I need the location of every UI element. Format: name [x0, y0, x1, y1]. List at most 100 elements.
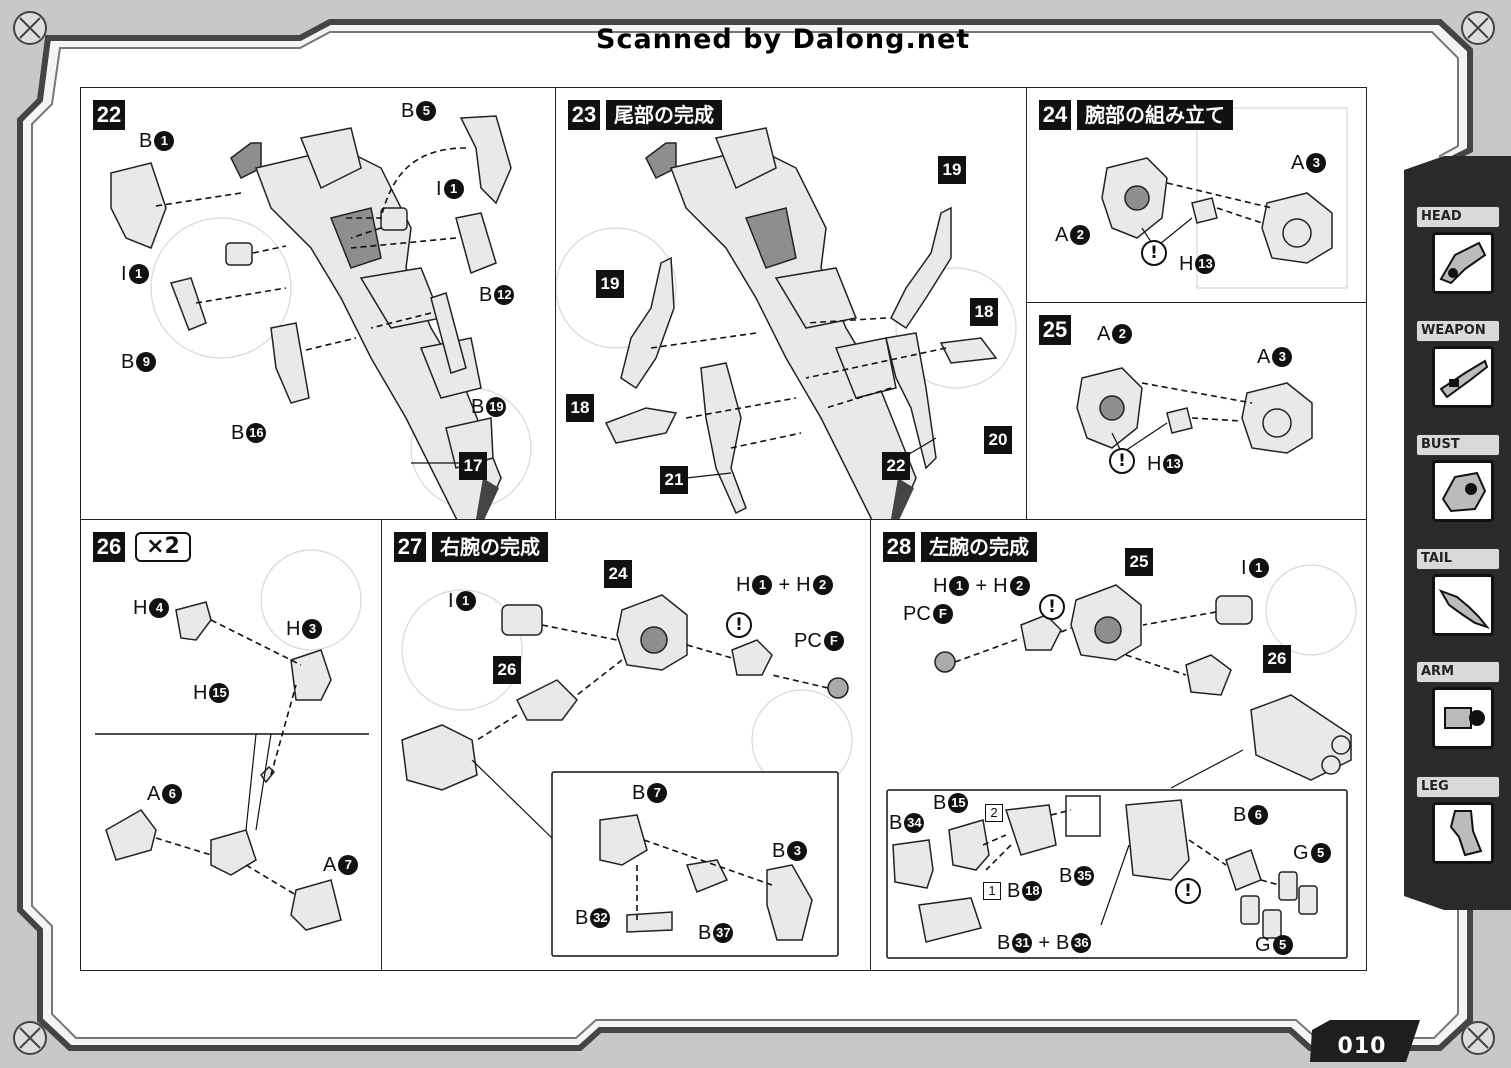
part-number: 6	[162, 784, 183, 804]
part-letter: B	[889, 812, 903, 834]
part-number: 7	[338, 855, 359, 875]
part-label-a6: A 6	[147, 783, 183, 805]
part-letter: B	[1056, 932, 1070, 954]
step-24-title: 腕部の組み立て	[1077, 100, 1233, 130]
part-label-pcf: PC F	[903, 603, 953, 625]
part-letter: A	[1257, 346, 1271, 368]
part-number: 3	[1306, 153, 1327, 173]
head-section-icon	[1432, 232, 1494, 294]
part-label-b6: B 6	[1233, 804, 1269, 826]
part-letter: B	[471, 396, 485, 418]
part-letter: H	[193, 682, 208, 704]
part-label-b16: B 16	[231, 422, 267, 444]
part-letter: H	[993, 575, 1008, 597]
sidebar-tab-weapon[interactable]: WEAPON	[1414, 320, 1502, 420]
part-number: 5	[1272, 935, 1293, 955]
part-letter: B	[139, 130, 153, 152]
part-label-b19: B 19	[471, 396, 507, 418]
part-letter: B	[231, 422, 245, 444]
sub-step-number: 2	[985, 804, 1003, 822]
part-number: 31	[1012, 933, 1033, 953]
part-label-i1: I 1	[436, 178, 464, 200]
part-label-b3: B 3	[772, 840, 808, 862]
part-number: 3	[302, 619, 323, 639]
part-letter: H	[1147, 453, 1162, 475]
part-letter: H	[286, 618, 301, 640]
sidebar-tab-arm[interactable]: ARM	[1414, 661, 1502, 761]
part-letter: I	[121, 263, 127, 285]
scan-credit: Scanned by Dalong.net	[596, 24, 971, 55]
sidebar-tab-head[interactable]: HEAD	[1414, 206, 1502, 306]
part-label-h13: H 13	[1179, 253, 1216, 275]
step-23-title: 尾部の完成	[606, 100, 722, 130]
ref-part-26: 26	[1263, 645, 1291, 673]
part-label-b34: B 34	[889, 812, 925, 834]
ref-part-20: 20	[984, 426, 1012, 454]
step-28-illustration	[886, 564, 1357, 959]
part-label-b7: B 7	[632, 782, 668, 804]
quantity-badge: ×2	[135, 532, 191, 562]
part-letter: B	[772, 840, 786, 862]
part-label-a7: A 7	[323, 854, 359, 876]
step-27-number: 27	[394, 532, 426, 562]
sidebar-tab-label: BUST	[1416, 434, 1500, 456]
sidebar-tab-label: WEAPON	[1416, 320, 1500, 342]
part-letter: H	[736, 574, 751, 596]
sidebar-tab-leg[interactable]: LEG	[1414, 776, 1502, 876]
part-letter: B	[121, 351, 135, 373]
ref-part-18: 18	[970, 298, 998, 326]
step-23-number: 23	[568, 100, 600, 130]
part-label-b37: B 37	[698, 922, 734, 944]
sidebar-tab-label: TAIL	[1416, 548, 1500, 570]
part-label-b35: B 35	[1059, 865, 1095, 887]
ref-part-19: 19	[938, 156, 966, 184]
ref-part-21: 21	[660, 466, 688, 494]
step-23-panel: 23 尾部の完成 19 19 18 18 20 21 22	[555, 87, 1027, 520]
part-letter: B	[632, 782, 646, 804]
part-number: 7	[647, 783, 668, 803]
caution-icon: !	[1141, 240, 1167, 266]
sidebar-tab-label: LEG	[1416, 776, 1500, 798]
arm-section-icon	[1432, 687, 1494, 749]
step-27-title: 右腕の完成	[432, 532, 548, 562]
part-letter: B	[698, 922, 712, 944]
part-number: 1	[752, 575, 773, 595]
part-letter: I	[436, 178, 442, 200]
caution-icon: !	[1039, 594, 1065, 620]
part-number: 2	[812, 575, 833, 595]
part-number: 13	[1195, 254, 1216, 274]
part-label-b15: B 15	[933, 792, 969, 814]
caution-icon: !	[1175, 878, 1201, 904]
part-number: 15	[209, 683, 230, 703]
corner-screw-icons	[13, 11, 1495, 1055]
part-number: 35	[1074, 866, 1095, 886]
part-label-i1: I 1	[448, 590, 476, 612]
part-label-h1-plus-h2: H 1 + H 2	[736, 574, 833, 596]
part-number: 5	[1310, 843, 1331, 863]
sidebar-tab-bust[interactable]: BUST	[1414, 434, 1502, 534]
ref-part-26: 26	[493, 656, 521, 684]
sidebar-tab-tail[interactable]: TAIL	[1414, 548, 1502, 648]
part-letter: PC	[903, 603, 931, 625]
step-26-number: 26	[93, 532, 125, 562]
part-letter: B	[479, 284, 493, 306]
part-label-a2: A 2	[1055, 224, 1091, 246]
part-number: 36	[1071, 933, 1092, 953]
page-number: 010	[1337, 1034, 1387, 1059]
part-letter: B	[933, 792, 947, 814]
part-letter: B	[1233, 804, 1247, 826]
step-22-number: 22	[93, 100, 125, 130]
part-label-h13: H 13	[1147, 453, 1184, 475]
ref-part-19: 19	[596, 270, 624, 298]
part-label-g5: G 5	[1293, 842, 1331, 864]
part-letter: H	[133, 597, 148, 619]
part-letter: A	[1097, 323, 1111, 345]
part-label-h1-plus-h2: H 1 + H 2	[933, 575, 1030, 597]
part-number: 2	[1070, 225, 1091, 245]
caution-icon: !	[726, 612, 752, 638]
step-28-panel: 28 左腕の完成 H 1 + H 2 ! PC F 25 I 1 26 B 15…	[870, 519, 1367, 971]
part-number: F	[823, 631, 844, 651]
weapon-section-icon	[1432, 346, 1494, 408]
part-number: 4	[149, 598, 170, 618]
part-number: 16	[246, 423, 267, 443]
